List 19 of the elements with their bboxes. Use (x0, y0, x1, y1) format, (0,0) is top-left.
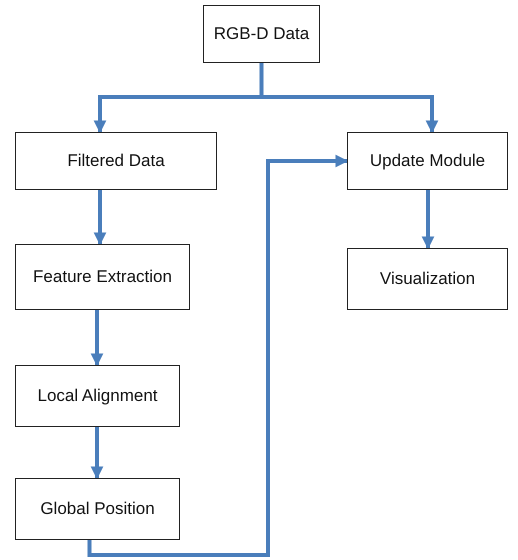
connector-arrow (94, 190, 106, 246)
connector-arrow (90, 427, 104, 480)
box-label: RGB-D Data (214, 24, 310, 44)
box-label: Local Alignment (37, 386, 158, 406)
process-box (15, 478, 180, 540)
connector-arrow (90, 310, 104, 366)
box-label: Visualization (380, 269, 476, 289)
process-box (15, 132, 217, 190)
process-box (347, 132, 508, 190)
box-label: Global Position (40, 499, 155, 519)
connector-arrow (422, 190, 434, 250)
process-box (15, 365, 180, 427)
box-label: Filtered Data (67, 151, 165, 171)
box-label: Feature Extraction (33, 267, 172, 287)
process-box (203, 5, 320, 63)
process-box (347, 248, 508, 310)
process-box (15, 244, 190, 310)
connector-arrow (88, 154, 348, 557)
box-label: Update Module (370, 151, 486, 171)
